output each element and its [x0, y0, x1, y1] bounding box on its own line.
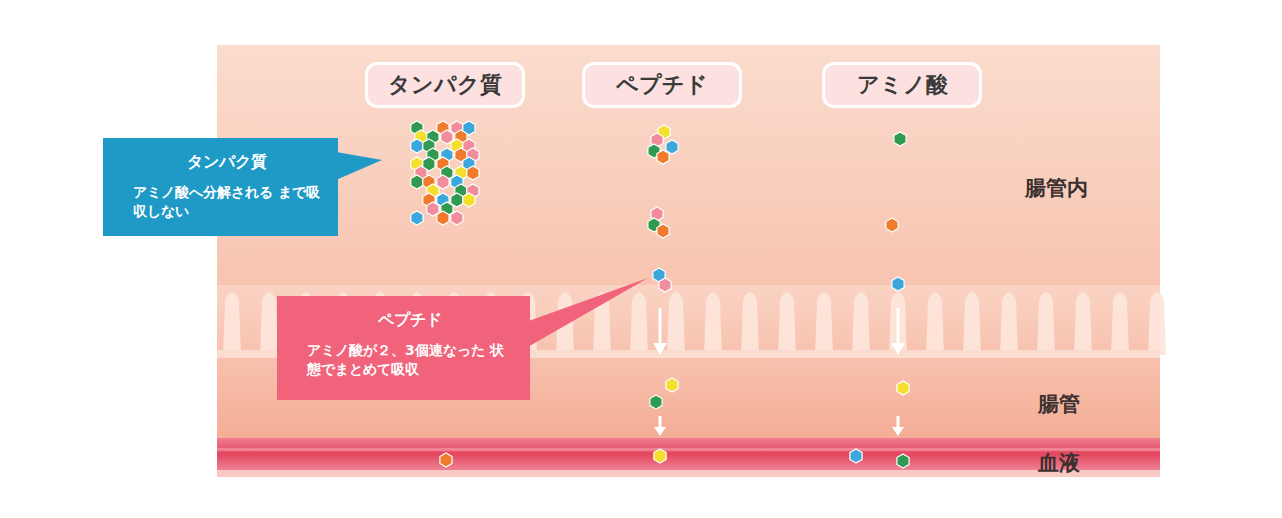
- heading-text: タンパク質: [133, 152, 320, 173]
- title-pill: アミノ酸: [822, 62, 982, 108]
- heading-text: アミノ酸: [857, 70, 948, 100]
- heading-text: ペプチド: [307, 310, 512, 331]
- body-text: アミノ酸へ分解される まで吸収しない: [133, 183, 320, 221]
- callout-box: タンパク質アミノ酸へ分解される まで吸収しない: [103, 138, 338, 236]
- region-label: 腸管: [1038, 390, 1080, 418]
- title-pill: ペプチド: [582, 62, 742, 108]
- region-label: 血液: [1038, 449, 1080, 477]
- heading-text: タンパク質: [388, 70, 502, 100]
- body-text: アミノ酸が２、3個連なった 状態でまとめて吸収: [307, 341, 512, 379]
- title-pill: タンパク質: [365, 62, 525, 108]
- region-label: 腸管内: [1025, 174, 1088, 202]
- callout-box: ペプチドアミノ酸が２、3個連なった 状態でまとめて吸収: [277, 296, 530, 400]
- heading-text: ペプチド: [616, 70, 708, 100]
